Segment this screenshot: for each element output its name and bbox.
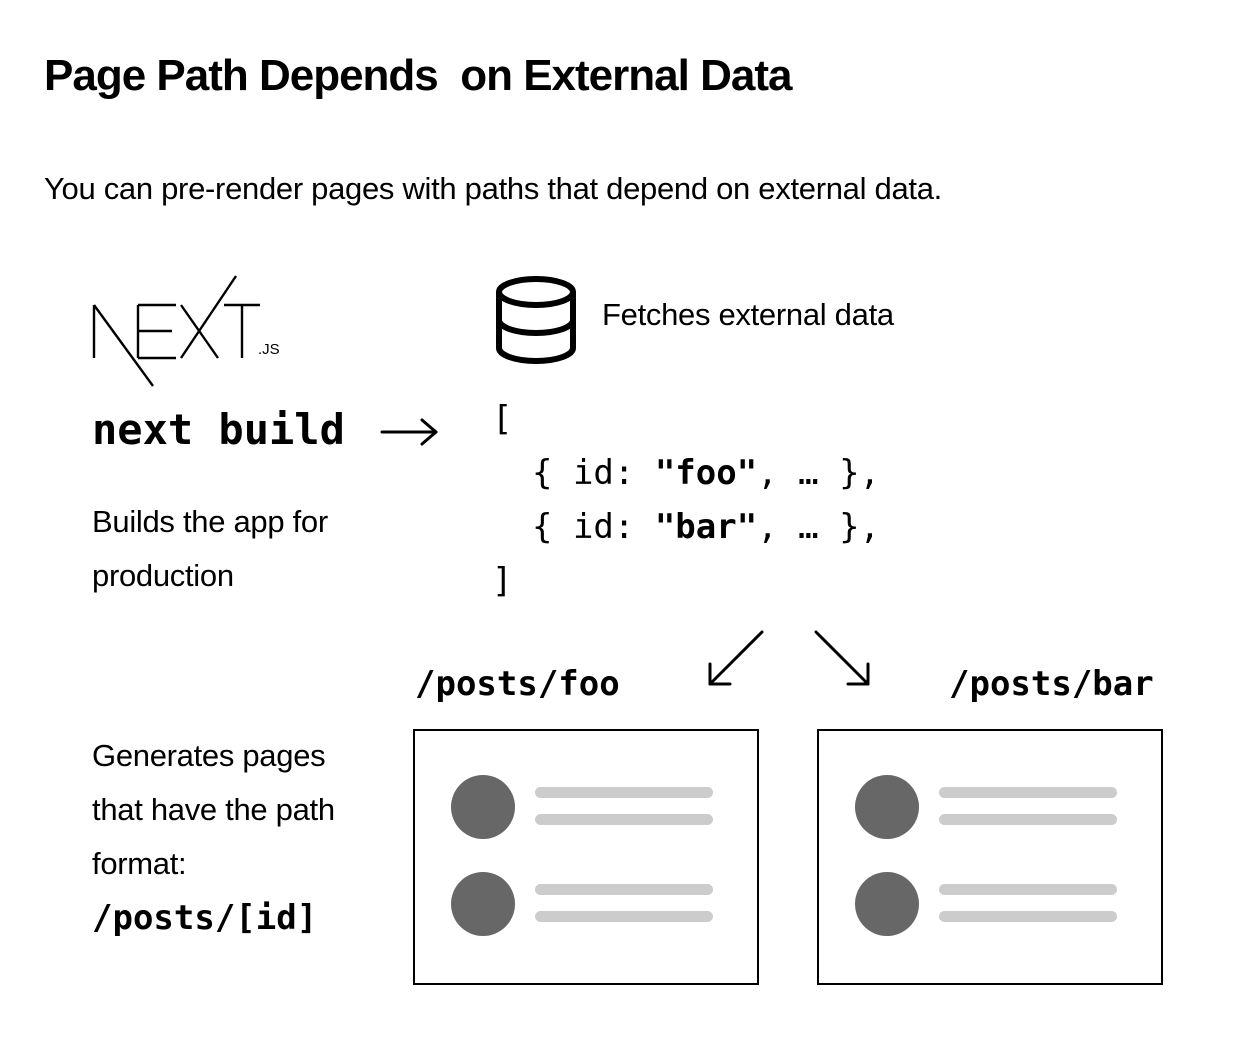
fetch-label: Fetches external data	[602, 297, 894, 332]
list-item	[451, 775, 721, 841]
build-command: next build	[92, 405, 345, 454]
json-item-id: "bar"	[654, 507, 758, 547]
placeholder-line	[939, 884, 1117, 895]
json-item-suffix: , … },	[757, 507, 881, 547]
split-arrows	[708, 630, 870, 686]
path-foo-label: /posts/foo	[415, 664, 620, 704]
page-card-foo	[413, 729, 759, 985]
avatar	[855, 775, 919, 839]
build-caption-line2: production	[92, 558, 234, 593]
arrow-down-left-icon	[708, 630, 764, 686]
arrow-right-icon	[380, 418, 438, 446]
json-close-bracket: ]	[492, 561, 513, 601]
nextjs-logo: .JS	[92, 275, 280, 387]
json-item-foo: { id: "foo", … },	[532, 446, 880, 500]
list-item	[855, 872, 1125, 938]
json-item-id: "foo"	[654, 453, 758, 493]
build-caption: Builds the app for production	[92, 495, 392, 603]
json-open-bracket: [	[492, 399, 513, 439]
json-item-prefix: { id:	[532, 453, 655, 493]
generates-line3: format:	[92, 846, 187, 881]
avatar	[451, 872, 515, 936]
placeholder-line	[939, 911, 1117, 922]
generates-line1: Generates pages	[92, 738, 326, 773]
placeholder-line	[535, 911, 713, 922]
placeholder-line	[939, 787, 1117, 798]
build-caption-line1: Builds the app for	[92, 504, 328, 539]
avatar	[855, 872, 919, 936]
page-card-bar	[817, 729, 1163, 985]
page-subtitle: You can pre-render pages with paths that…	[44, 171, 942, 206]
path-bar-label: /posts/bar	[949, 664, 1154, 704]
placeholder-line	[939, 814, 1117, 825]
placeholder-line	[535, 787, 713, 798]
json-item-suffix: , … },	[757, 453, 881, 493]
path-format: /posts/[id]	[92, 898, 318, 938]
arrow-down-right-icon	[814, 630, 870, 686]
logo-suffix: .JS	[258, 341, 280, 358]
generates-line2: that have the path	[92, 792, 335, 827]
placeholder-line	[535, 884, 713, 895]
generates-caption: Generates pages that have the path forma…	[92, 729, 392, 891]
list-item	[855, 775, 1125, 841]
json-item-bar: { id: "bar", … },	[532, 500, 880, 554]
list-item	[451, 872, 721, 938]
placeholder-line	[535, 814, 713, 825]
avatar	[451, 775, 515, 839]
json-item-prefix: { id:	[532, 507, 655, 547]
page-title: Page Path Depends on External Data	[44, 51, 792, 100]
database-icon	[496, 276, 576, 364]
